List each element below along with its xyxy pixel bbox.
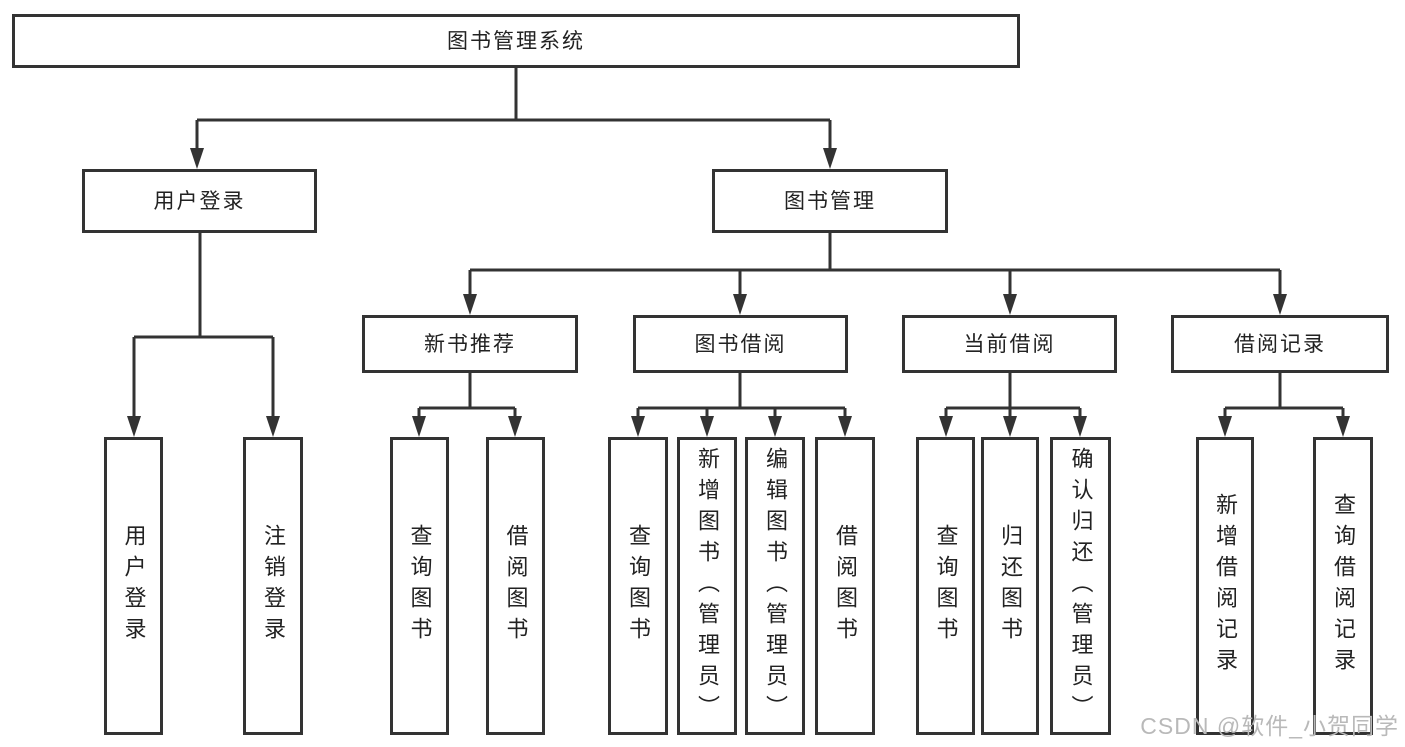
leaf-query-borrow-record: 查询借阅记录 [1313, 437, 1373, 735]
node-book-borrow: 图书借阅 [633, 315, 848, 373]
node-current-borrow: 当前借阅 [902, 315, 1117, 373]
leaf-borrow-books-recommend: 借阅图书 [486, 437, 545, 735]
leaf-add-borrow-record: 新增借阅记录 [1196, 437, 1254, 735]
leaf-query-books-recommend: 查询图书 [390, 437, 449, 735]
leaf-user-login: 用户登录 [104, 437, 163, 735]
connector-paths [132, 68, 1345, 421]
node-user-login: 用户登录 [82, 169, 317, 233]
leaf-confirm-return-admin: 确认归还（管理员） [1050, 437, 1111, 735]
leaf-return-book: 归还图书 [981, 437, 1039, 735]
leaf-logout: 注销登录 [243, 437, 303, 735]
leaf-add-book-admin: 新增图书（管理员） [677, 437, 737, 735]
node-borrow-records: 借阅记录 [1171, 315, 1389, 373]
leaf-query-books-current: 查询图书 [916, 437, 975, 735]
node-root: 图书管理系统 [12, 14, 1020, 68]
node-new-book-recommend: 新书推荐 [362, 315, 578, 373]
leaf-borrow-books: 借阅图书 [815, 437, 875, 735]
leaf-query-books-borrow: 查询图书 [608, 437, 668, 735]
arrowheads [127, 148, 1350, 437]
node-book-management: 图书管理 [712, 169, 948, 233]
csdn-watermark: CSDN @软件_小贺同学 [1140, 713, 1399, 739]
leaf-edit-book-admin: 编辑图书（管理员） [745, 437, 805, 735]
